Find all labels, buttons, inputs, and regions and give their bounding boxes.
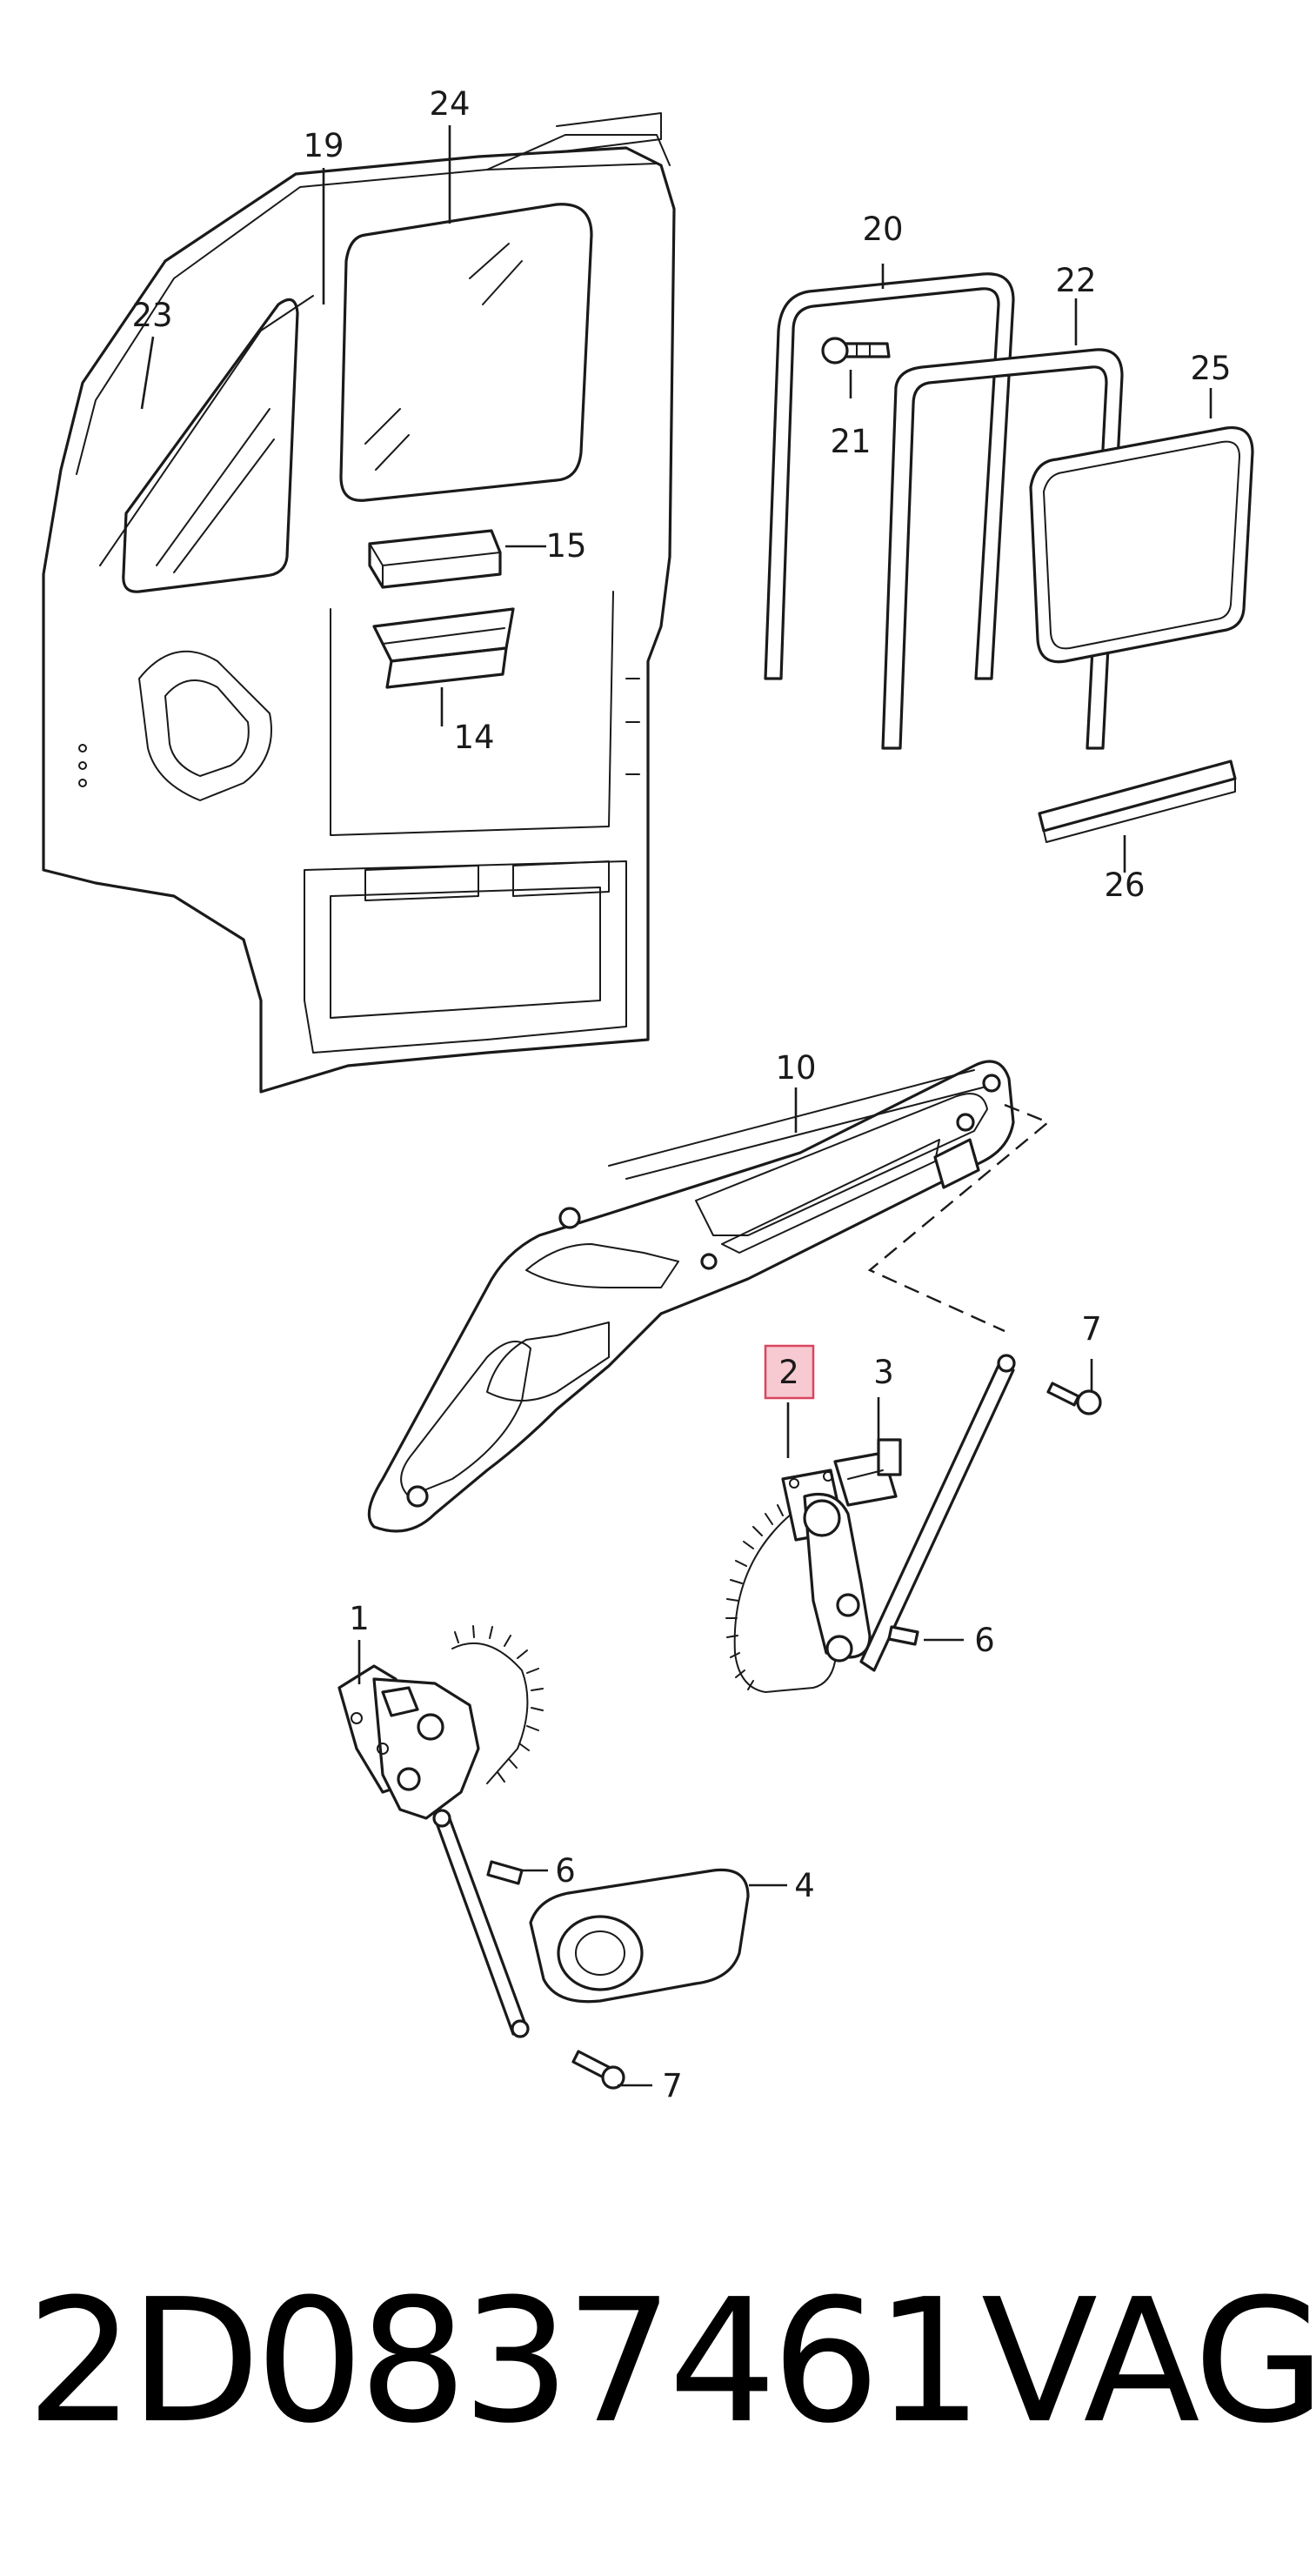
callout-22: 22 (1055, 262, 1096, 299)
callout-20: 20 (862, 211, 903, 248)
trim-part-26 (1038, 759, 1237, 843)
callout-7-upper: 7 (1081, 1310, 1102, 1348)
bolt-part-6-upper (887, 1625, 919, 1646)
callout-3: 3 (873, 1354, 894, 1391)
callout-26: 26 (1104, 866, 1145, 904)
callout-24: 24 (429, 85, 470, 123)
callout-23: 23 (131, 297, 172, 334)
footer-caption: 2D0837461 VAG (0, 2262, 1316, 2462)
callout-21: 21 (830, 423, 871, 460)
window-regulator-part-10 (367, 1060, 1015, 1533)
callout-6-lower: 6 (555, 1852, 576, 1890)
callout-1: 1 (349, 1600, 370, 1637)
callout-25: 25 (1190, 350, 1231, 387)
bolt-part-7-upper (1046, 1382, 1102, 1415)
callout-6-upper: 6 (974, 1622, 995, 1659)
cover-part-4 (529, 1868, 750, 2004)
motor-part-3 (833, 1438, 902, 1507)
seal-part-25 (1029, 425, 1254, 664)
brand-name: VAG (981, 2263, 1316, 2461)
callout-7-lower: 7 (662, 2067, 683, 2104)
highlighted-callout-box (764, 1344, 815, 1400)
seal-part-22 (881, 348, 1124, 750)
leader-lines (140, 125, 1212, 2087)
callout-2: 2 (778, 1354, 799, 1391)
callout-15: 15 (545, 527, 586, 565)
callout-4: 4 (794, 1867, 815, 1904)
callout-labels: 24 19 23 20 21 22 25 15 14 26 10 7 3 2 6… (131, 85, 1231, 2104)
regulator-assembly-part-2 (725, 1354, 1016, 1693)
seal-part-20 (764, 272, 1015, 680)
parts-diagram: 24 19 23 20 21 22 25 15 14 26 10 7 3 2 6… (42, 85, 1254, 2104)
callout-10: 10 (775, 1049, 816, 1087)
strip-part-14 (372, 607, 515, 689)
callout-19: 19 (303, 127, 344, 164)
regulator-assembly-part-1 (337, 1625, 544, 2038)
pad-part-15 (368, 529, 502, 589)
callout-14: 14 (453, 719, 494, 756)
screw-part-21 (821, 337, 891, 365)
part-number: 2D0837461 (26, 2263, 984, 2461)
bolt-part-7-lower (571, 2050, 625, 2090)
door-shell (42, 112, 676, 1094)
bolt-part-6-lower (486, 1860, 524, 1885)
